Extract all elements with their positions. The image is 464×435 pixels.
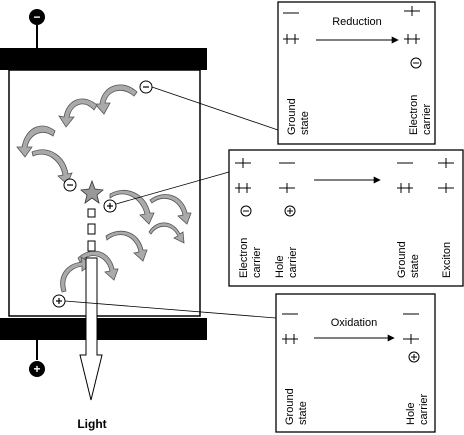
exciton-star <box>80 179 104 204</box>
electron-charge <box>63 178 77 192</box>
hole-carrier-label: Hole <box>274 255 286 278</box>
bottom-electrode <box>0 318 207 340</box>
hole-charge <box>103 199 117 213</box>
hole-charge <box>284 205 296 217</box>
leader-lines <box>64 86 279 319</box>
negative-terminal: − <box>29 9 45 25</box>
svg-text:state: state <box>409 254 421 278</box>
top-electrode <box>0 48 207 70</box>
light-emission: Light <box>77 208 107 431</box>
hole-charge <box>52 294 66 308</box>
process-label: Oxidation <box>331 317 377 329</box>
electron-carrier-label: Electron <box>238 238 250 278</box>
oxidation-box: Oxidation Ground state Hole carrier <box>275 293 436 433</box>
ground-state-label: Ground <box>396 241 408 278</box>
ground-state-label: Ground <box>284 388 296 425</box>
light-label: Light <box>77 417 106 431</box>
hole-charge <box>408 351 420 363</box>
svg-text:carrier: carrier <box>418 393 430 425</box>
recombination-box: Electron carrier Hole carrier Ground sta… <box>228 149 464 287</box>
svg-text:carrier: carrier <box>421 103 433 135</box>
electron-carrier-label: Electron <box>408 95 420 135</box>
charges <box>52 80 153 308</box>
hole-carrier-label: Hole <box>405 402 417 425</box>
process-label: Reduction <box>332 16 382 28</box>
positive-terminal: + <box>29 361 45 377</box>
light-arrow <box>79 257 103 401</box>
electron-charge <box>139 80 153 94</box>
device: − + <box>0 9 207 377</box>
electron-charge <box>240 205 252 217</box>
electron-charge <box>410 57 422 69</box>
svg-text:state: state <box>297 401 309 425</box>
exciton-label: Exciton <box>441 242 453 278</box>
svg-text:+: + <box>33 362 40 376</box>
svg-text:carrier: carrier <box>251 246 263 278</box>
svg-text:−: − <box>33 10 40 24</box>
svg-text:state: state <box>299 111 311 135</box>
ground-state-label: Ground <box>286 98 298 135</box>
reduction-box: Reduction Ground state Electron carrier <box>277 1 436 145</box>
svg-text:carrier: carrier <box>287 246 299 278</box>
